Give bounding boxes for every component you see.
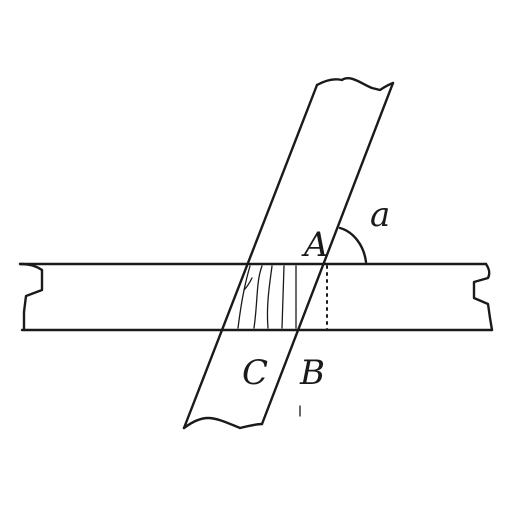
hatch-line bbox=[281, 265, 285, 329]
label-point-b: B bbox=[299, 353, 325, 393]
hatch-line bbox=[253, 265, 263, 329]
angle-arc bbox=[338, 226, 368, 264]
label-angle-a: a bbox=[370, 195, 390, 235]
board-right-break bbox=[472, 262, 494, 332]
slanted-board-top-break bbox=[315, 76, 395, 92]
horizontal-board bbox=[18, 262, 494, 332]
slanted-board-left-edge bbox=[182, 83, 319, 430]
slanted-board bbox=[182, 76, 395, 430]
hatched-overlap bbox=[237, 265, 297, 329]
slanted-board-right-edge bbox=[260, 81, 395, 426]
board-left-break bbox=[18, 262, 44, 332]
slanted-board-bottom-break bbox=[182, 416, 264, 430]
hatch-line bbox=[243, 277, 253, 291]
label-point-a: A bbox=[301, 225, 329, 265]
label-point-c: C bbox=[242, 353, 268, 393]
hatch-line bbox=[266, 265, 273, 329]
